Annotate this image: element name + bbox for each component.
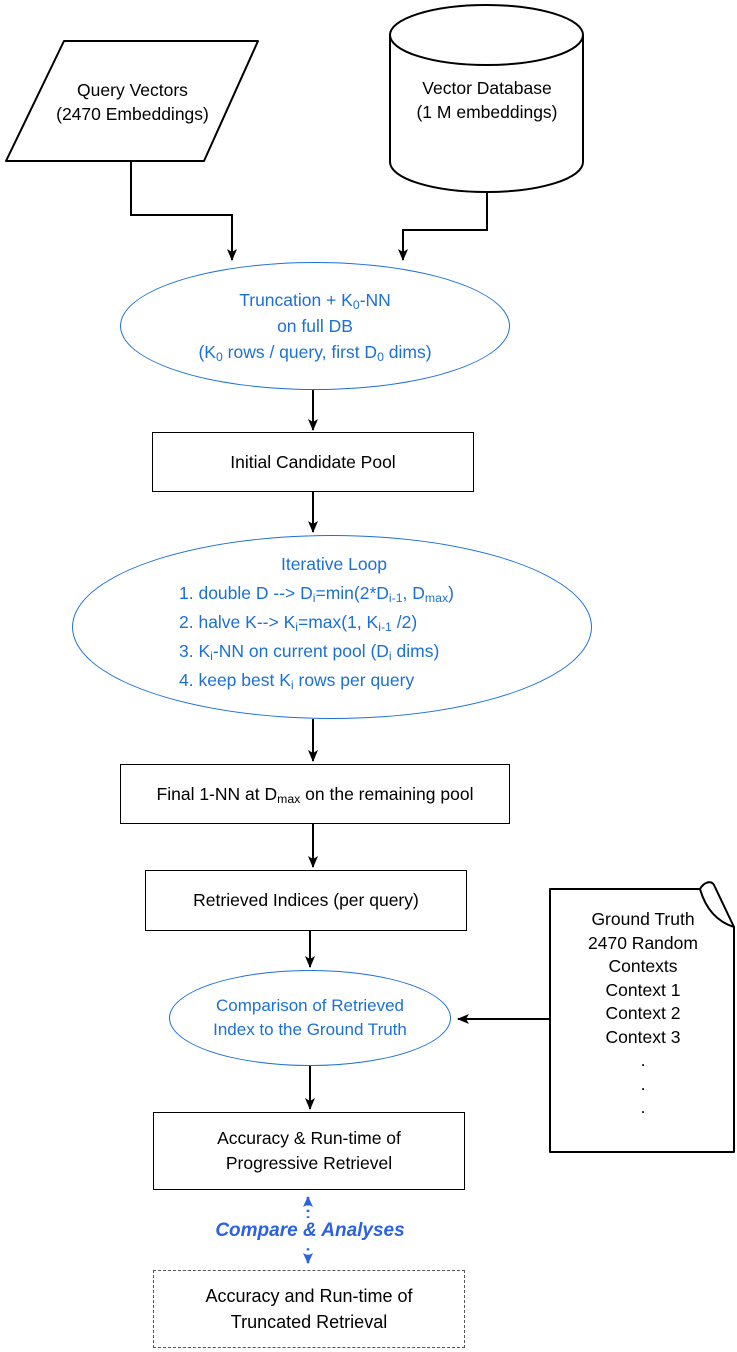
ground-truth-dot3: . xyxy=(640,1097,646,1117)
query-vectors-parallelogram-shape xyxy=(5,40,259,162)
ground-truth-line3: Contexts xyxy=(608,956,678,976)
node-comparison: Comparison of Retrieved Index to the Gro… xyxy=(169,970,451,1066)
ground-truth-line6: Context 3 xyxy=(605,1026,681,1047)
query-vectors-line2: (2470 Embeddings) xyxy=(56,104,209,124)
ground-truth-line4: Context 1 xyxy=(605,979,681,1000)
database-cylinder-top-shape xyxy=(389,4,584,66)
compare-analyses-label-wrap: Compare & Analyses xyxy=(195,1218,425,1244)
compare-analyses-label: Compare & Analyses xyxy=(215,1218,405,1244)
iterative-loop-step4: 4. keep best Ki rows per query xyxy=(179,670,415,693)
ground-truth-line1: Ground Truth xyxy=(591,909,695,929)
progressive-result-line1: Accuracy & Run-time of xyxy=(217,1128,401,1148)
comparison-line2: Index to the Ground Truth xyxy=(213,1020,407,1039)
iterative-loop-step3: 3. Ki-NN on current pool (Di dims) xyxy=(179,641,440,664)
truncated-result-line2: Truncated Retrieval xyxy=(230,1312,388,1332)
retrieved-indices-label: Retrieved Indices (per query) xyxy=(193,890,419,910)
ground-truth-dot2: . xyxy=(640,1073,646,1094)
comparison-line1: Comparison of Retrieved xyxy=(215,996,405,1015)
vector-db-line2: (1 M embeddings) xyxy=(416,102,558,122)
ground-truth-line2: 2470 Random xyxy=(588,932,698,953)
connector-db-to-truncation xyxy=(398,192,488,261)
node-initial-candidate-pool: Initial Candidate Pool xyxy=(152,432,474,492)
truncated-result-line1: Accuracy and Run-time of xyxy=(205,1286,413,1306)
final-1nn-label: Final 1-NN at Dmax on the remaining pool xyxy=(156,783,474,806)
node-progressive-result: Accuracy & Run-time of Progressive Retri… xyxy=(153,1112,465,1190)
connector-query-to-truncation xyxy=(130,162,237,261)
node-iterative-loop: Iterative Loop 1. double D --> Di=min(2*… xyxy=(72,535,592,719)
truncation-line2: on full DB xyxy=(277,316,353,336)
vector-db-line1: Vector Database xyxy=(422,78,552,98)
initial-pool-label: Initial Candidate Pool xyxy=(230,451,396,472)
truncation-line3: (K0 rows / query, first D0 dims) xyxy=(198,342,432,365)
node-vector-database: Vector Database (1 M embeddings) xyxy=(390,76,584,124)
node-retrieved-indices: Retrieved Indices (per query) xyxy=(145,870,467,931)
ground-truth-document-shape xyxy=(549,881,735,1153)
iterative-loop-content: Iterative Loop 1. double D --> Di=min(2*… xyxy=(179,550,567,695)
truncation-line1: Truncation + K0-NN xyxy=(239,290,391,313)
node-query-vectors: Query Vectors (2470 Embeddings) xyxy=(15,78,250,126)
ground-truth-line5: Context 2 xyxy=(605,1003,681,1023)
iterative-loop-step2: 2. halve K--> Ki=max(1, Ki-1 /2) xyxy=(179,612,418,635)
node-truncation-knn: Truncation + K0-NN on full DB (K0 rows /… xyxy=(120,262,510,390)
node-final-1nn: Final 1-NN at Dmax on the remaining pool xyxy=(120,764,510,824)
progressive-result-line2: Progressive Retrievel xyxy=(225,1153,393,1173)
ground-truth-dot1: . xyxy=(640,1050,646,1070)
document-fold-line xyxy=(699,888,735,928)
node-ground-truth: Ground Truth 2470 Random Contexts Contex… xyxy=(552,908,734,1120)
node-truncated-result: Accuracy and Run-time of Truncated Retri… xyxy=(153,1270,465,1348)
iterative-loop-title: Iterative Loop xyxy=(280,554,388,574)
iterative-loop-step1: 1. double D --> Di=min(2*Di-1, Dmax) xyxy=(179,583,454,606)
query-vectors-line1: Query Vectors xyxy=(77,80,188,100)
